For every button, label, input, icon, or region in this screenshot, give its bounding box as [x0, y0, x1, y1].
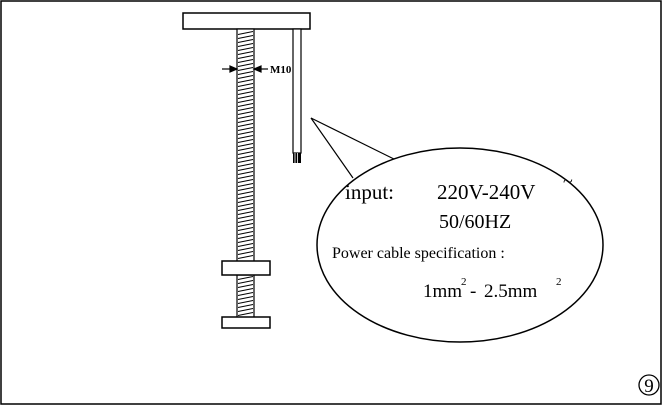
middle-nut [221, 260, 271, 276]
thread-line [237, 51, 254, 55]
rod-threads-lower [237, 276, 254, 316]
thread-line [237, 284, 254, 288]
thread-line [237, 123, 254, 127]
thread-line [237, 312, 254, 316]
thread-line [237, 171, 254, 175]
thread-line [237, 247, 254, 251]
thread-line [237, 227, 254, 231]
thread-line [237, 179, 254, 183]
top-plate [182, 12, 311, 30]
thread-line [237, 159, 254, 163]
voltage-value: 220V-240V [437, 180, 535, 204]
thread-line [237, 39, 254, 43]
thread-line [237, 183, 254, 187]
thread-line [237, 163, 254, 167]
thread-line [237, 75, 254, 79]
thread-line [237, 231, 254, 235]
thread-line [237, 207, 254, 211]
thread-line [237, 31, 254, 35]
thread-line [237, 63, 254, 67]
dimension-arrows [222, 65, 268, 73]
thread-line [237, 83, 254, 87]
thread-line [237, 255, 254, 259]
thread-line [237, 119, 254, 123]
thread-line [237, 243, 254, 247]
thread-line [237, 239, 254, 243]
thread-line [237, 47, 254, 51]
thread-line [237, 87, 254, 91]
thread-line [237, 59, 254, 63]
thread-line [237, 35, 254, 39]
callout-leader [310, 117, 403, 179]
thread-line [237, 235, 254, 239]
cable-size-max-superscript: 2 [556, 276, 562, 288]
thread-line [237, 139, 254, 143]
thread-line [237, 55, 254, 59]
thread-line [237, 203, 254, 207]
page-number-badge: 9 [638, 374, 660, 397]
thread-line [237, 131, 254, 135]
thread-line [237, 103, 254, 107]
thread-line [237, 195, 254, 199]
thread-line [237, 296, 254, 300]
thread-line [237, 71, 254, 75]
thread-line [237, 251, 254, 255]
cable-size-min: 1mm [423, 281, 462, 302]
cable-spec-label: Power cable specification : [332, 245, 505, 262]
thread-line [237, 211, 254, 215]
thread-line [237, 304, 254, 308]
thread-line [237, 79, 254, 83]
thread-line [237, 127, 254, 131]
thread-line [237, 115, 254, 119]
thread-line [237, 300, 254, 304]
thread-line [237, 276, 254, 280]
thread-line [237, 280, 254, 284]
thread-line [237, 147, 254, 151]
thread-line [237, 288, 254, 292]
thread-line [237, 223, 254, 227]
power-cable [292, 28, 302, 163]
thread-line [237, 155, 254, 159]
page-number: 9 [644, 376, 654, 397]
rod-threads-upper [237, 31, 254, 259]
cable-size-max: 2.5mm [484, 281, 538, 302]
thread-line [237, 43, 254, 47]
thread-line [237, 99, 254, 103]
thread-line [237, 143, 254, 147]
callout-ellipse [316, 147, 604, 343]
input-label: input: [345, 180, 394, 204]
thread-line [237, 91, 254, 95]
thread-line [237, 199, 254, 203]
ac-symbol: ~ [563, 171, 573, 191]
thread-line [237, 135, 254, 139]
thread-line [237, 215, 254, 219]
cable-size-min-superscript: 2 [461, 276, 467, 288]
thread-line [237, 187, 254, 191]
frequency-value: 50/60HZ [439, 211, 511, 233]
thread-line [237, 95, 254, 99]
threaded-rod [236, 28, 255, 319]
thread-line [237, 151, 254, 155]
thread-line [237, 67, 254, 71]
thread-size-label: M10 [270, 64, 292, 76]
thread-line [237, 111, 254, 115]
bottom-plate [221, 316, 271, 329]
thread-line [237, 167, 254, 171]
thread-line [237, 107, 254, 111]
thread-line [237, 308, 254, 312]
thread-line [237, 191, 254, 195]
cable-size-separator: - [470, 281, 476, 302]
thread-line [237, 292, 254, 296]
thread-line [237, 175, 254, 179]
thread-line [237, 219, 254, 223]
